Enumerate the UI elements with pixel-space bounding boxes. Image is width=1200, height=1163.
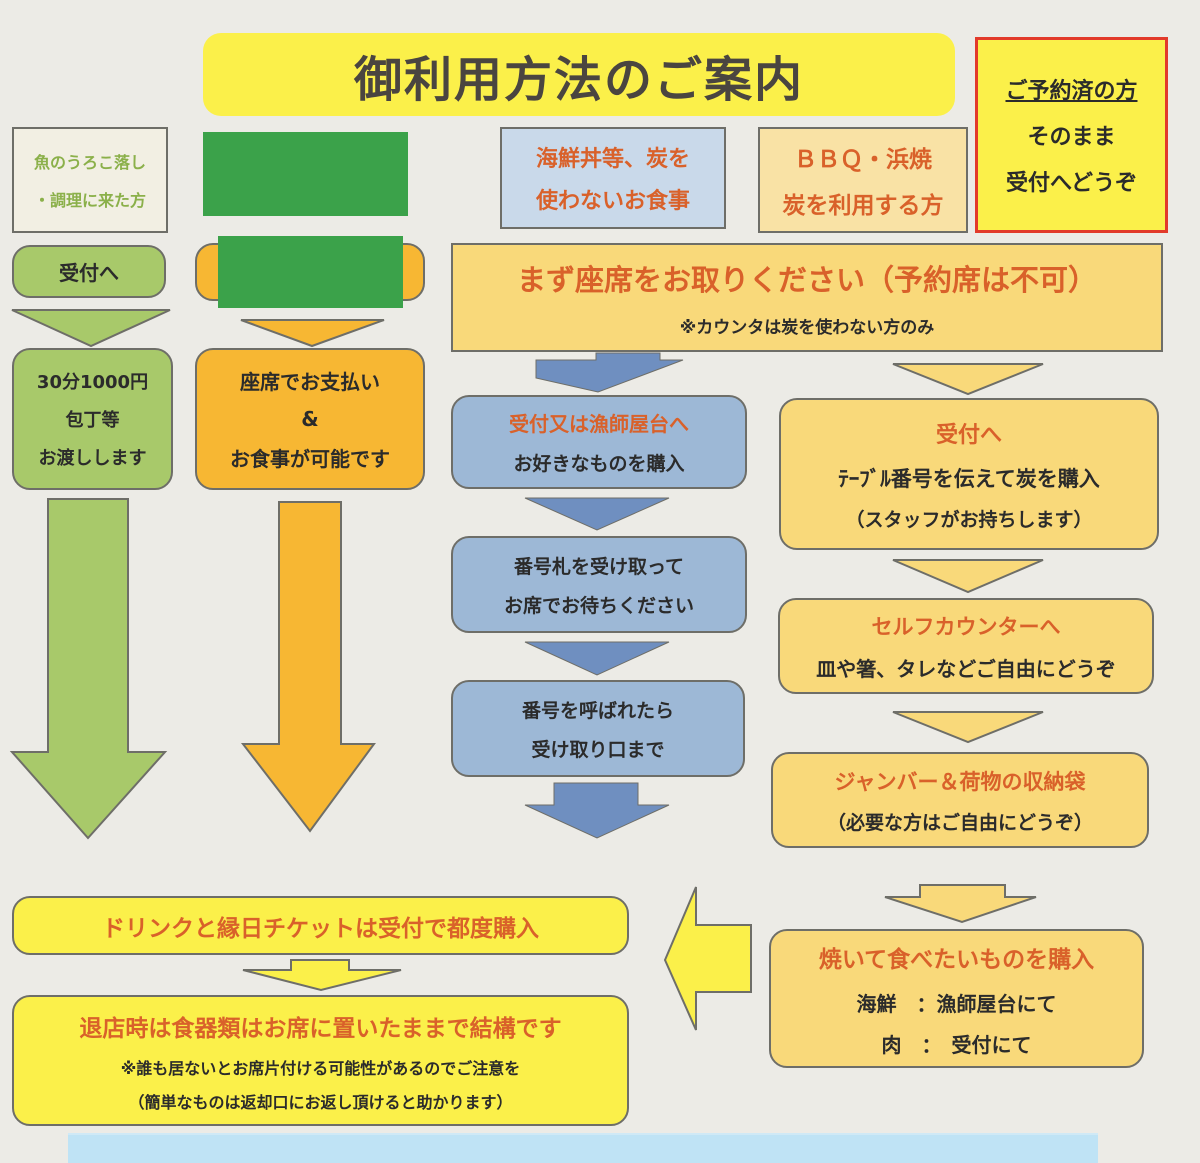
title-banner: 御利用方法のご案内 [203, 33, 955, 116]
bbq-header-line1: ＢＢＱ・浜焼 [794, 147, 932, 173]
bbq-step4: 焼いて食べたいものを購入 海鮮 ：漁師屋台にて 肉 ： 受付にて [769, 929, 1144, 1068]
bbq-step3: ジャンバー＆荷物の収納袋 （必要な方はご自由にどうぞ） [771, 752, 1149, 848]
bbq-step4-title: 焼いて食べたいものを購入 [818, 946, 1095, 973]
blue-step2: 番号札を受け取って お席でお待ちください [451, 536, 747, 633]
bbq-step1: 受付へ ﾃｰﾌﾞﾙ番号を伝えて炭を購入 （スタッフがお持ちします） [779, 398, 1159, 550]
orange-arrow-1 [240, 319, 385, 348]
exit-banner-note2: （簡単なものは返却口にお返し頂けると助かります） [128, 1092, 513, 1112]
orange-info-box: 座席でお支払い & お食事が可能です [195, 348, 425, 490]
bbq-arrow-4 [884, 884, 1037, 924]
orange-arrow-long [240, 501, 376, 833]
reserved-heading: ご予約済の方 [1005, 79, 1138, 104]
green-step-reception: 受付へ [12, 245, 166, 298]
green-info-box: 30分1000円 包丁等 お渡しします [12, 348, 173, 490]
bbq-step4-row2: 肉 ： 受付にて [881, 1032, 1032, 1057]
covered-tape-step [218, 236, 403, 308]
bbq-step3-title: ジャンバー＆荷物の収納袋 [834, 769, 1086, 794]
blue-arrow-2 [524, 497, 670, 531]
seat-banner: まず座席をお取りください（予約席は不可） ※カウンタは炭を使わない方のみ [451, 243, 1163, 352]
blue-column-header: 海鮮丼等、炭を 使わないお食事 [500, 127, 726, 229]
bbq-arrow-2 [892, 559, 1044, 594]
bbq-arrow-3 [892, 711, 1044, 744]
blue-header-line2: 使わないお食事 [535, 189, 690, 214]
seat-banner-note: ※カウンタは炭を使わない方のみ [679, 318, 935, 338]
orange-info-line2: & [301, 407, 319, 431]
seat-banner-title: まず座席をお取りください（予約席は不可） [516, 263, 1097, 297]
bbq-step2: セルフカウンターへ 皿や箸、タレなどご自由にどうぞ [778, 598, 1154, 694]
green-info-handover: お渡しします [38, 448, 147, 469]
bbq-arrow-1 [892, 363, 1044, 396]
reserved-line2: 受付へどうぞ [1006, 171, 1137, 196]
blue-step3: 番号を呼ばれたら 受け取り口まで [451, 680, 745, 777]
blue-step2-line2: お席でお待ちください [503, 594, 694, 617]
green-column-header: 魚のうろこ落し ・調理に来た方 [12, 127, 168, 233]
drink-to-exit-arrow [242, 959, 402, 992]
green-info-knife: 包丁等 [65, 410, 120, 431]
green-arrow-long [9, 498, 168, 840]
blue-step1-sub: お好きなものを購入 [513, 453, 685, 475]
exit-banner: 退店時は食器類はお席に置いたままで結構です ※誰も居ないとお席片付ける可能性があ… [12, 995, 629, 1126]
exit-banner-note1: ※誰も居ないとお席片付ける可能性があるのでご注意を [120, 1058, 521, 1078]
green-arrow-1 [11, 309, 171, 348]
reserved-notice: ご予約済の方 そのまま 受付へどうぞ [975, 37, 1168, 233]
green-step-label: 受付へ [59, 261, 119, 285]
green-info-price: 30分1000円 [36, 372, 149, 393]
covered-tape-header [203, 132, 408, 216]
bbq-step1-sub2: （スタッフがお持ちします） [845, 508, 1093, 531]
blue-step2-line1: 番号札を受け取って [513, 555, 685, 578]
blue-arrow-4 [524, 782, 670, 839]
orange-info-line1: 座席でお支払い [240, 370, 380, 394]
page-title: 御利用方法のご案内 [353, 51, 804, 108]
exit-banner-title: 退店時は食器類はお席に置いたままで結構です [79, 1015, 562, 1042]
bottom-blue-panel [68, 1133, 1098, 1163]
bbq-header-line2: 炭を利用する方 [782, 193, 944, 219]
bbq-step2-sub: 皿や箸、タレなどご自由にどうぞ [816, 656, 1116, 681]
blue-arrow-1 [535, 352, 684, 393]
orange-info-line3: お食事が可能です [230, 447, 390, 471]
bbq-step1-sub1: ﾃｰﾌﾞﾙ番号を伝えて炭を購入 [838, 466, 1100, 491]
bbq-step2-title: セルフカウンターへ [871, 614, 1061, 639]
blue-step3-line1: 番号を呼ばれたら [521, 699, 674, 722]
green-header-line2: ・調理に来た方 [33, 191, 146, 210]
blue-arrow-3 [524, 641, 670, 676]
blue-header-line1: 海鮮丼等、炭を [535, 147, 690, 172]
reserved-line1: そのまま [1027, 125, 1116, 150]
green-header-line1: 魚のうろこ落し [33, 153, 146, 172]
blue-step1: 受付又は漁師屋台へ お好きなものを購入 [451, 395, 747, 489]
bbq-column-header: ＢＢＱ・浜焼 炭を利用する方 [758, 127, 968, 233]
drink-banner: ドリンクと縁日チケットは受付で都度購入 [12, 896, 629, 955]
blue-step1-title: 受付又は漁師屋台へ [509, 412, 689, 436]
left-arrow [663, 886, 752, 1031]
blue-step3-line2: 受け取り口まで [531, 738, 665, 761]
bbq-step1-title: 受付へ [935, 422, 1002, 448]
bbq-step3-sub: （必要な方はご自由にどうぞ） [826, 811, 1093, 834]
drink-banner-text: ドリンクと縁日チケットは受付で都度購入 [102, 915, 539, 942]
bbq-step4-row1: 海鮮 ：漁師屋台にて [856, 991, 1057, 1016]
